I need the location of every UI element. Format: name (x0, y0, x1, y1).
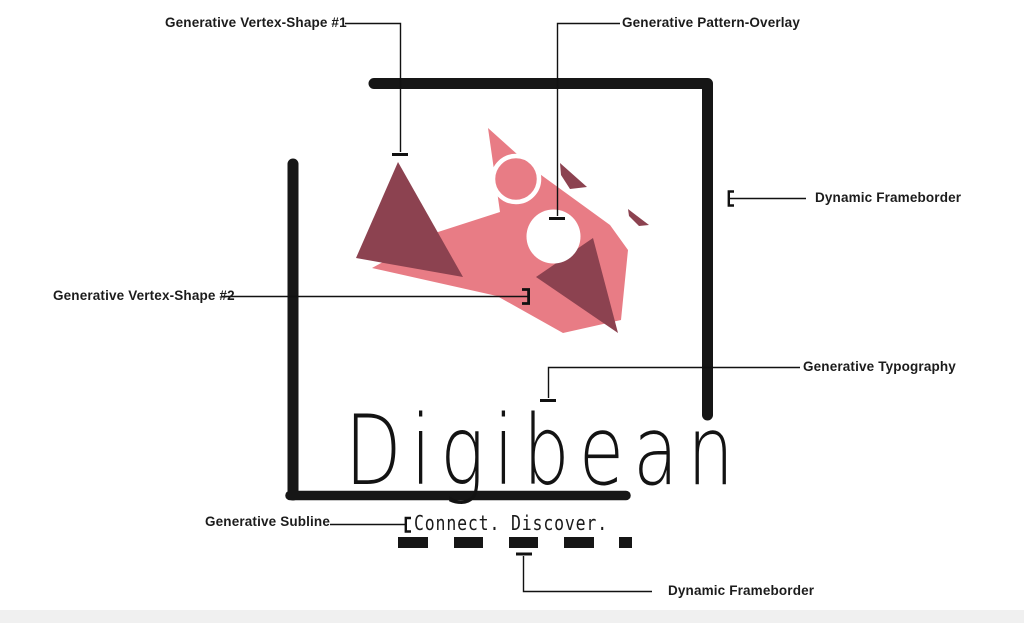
frame-top-right-border (368, 78, 713, 421)
pattern-overlay-circle (526, 209, 581, 264)
label-generative-vertex-shape-2: Generative Vertex-Shape #2 (53, 288, 235, 303)
frame-dashed-border (398, 537, 632, 548)
label-dynamic-frameborder-bottom: Dynamic Frameborder (668, 583, 815, 598)
pattern-ring (490, 153, 542, 205)
label-dynamic-frameborder-right: Dynamic Frameborder (815, 190, 962, 205)
callout-bracket-subline (404, 516, 411, 533)
callout-line-typography (547, 366, 800, 398)
label-generative-typography: Generative Typography (803, 359, 956, 374)
subline: Connect. Discover. (414, 511, 608, 535)
callout-bracket-frameborder-right (727, 190, 734, 207)
callout-line-vertex-1 (345, 22, 402, 152)
bottom-gray-strip (0, 610, 1024, 623)
shard-2 (628, 209, 649, 226)
callout-bracket-vertex-2 (522, 288, 530, 305)
label-generative-pattern-overlay: Generative Pattern-Overlay (622, 15, 800, 30)
callout-line-frameborder-bottom (522, 556, 652, 593)
accent-triangle (536, 238, 618, 333)
vertex-shape-1-triangle (356, 162, 463, 277)
label-generative-subline: Generative Subline (205, 514, 330, 529)
shard-1 (560, 163, 587, 189)
wordmark: Digibean (345, 395, 743, 507)
label-generative-vertex-shape-1: Generative Vertex-Shape #1 (165, 15, 347, 30)
callout-line-pattern-overlay (556, 22, 620, 216)
